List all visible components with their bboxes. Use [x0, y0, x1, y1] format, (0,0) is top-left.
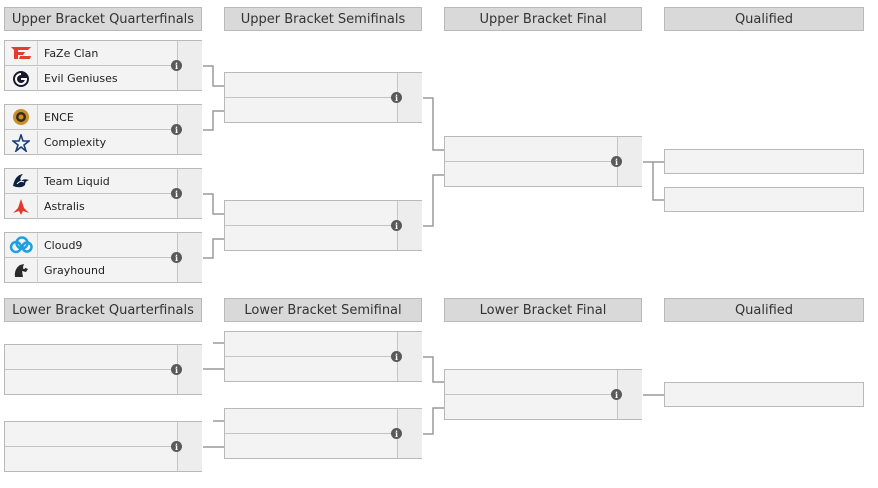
team-name: FaZe Clan: [44, 46, 99, 60]
team-name: Grayhound: [44, 264, 105, 277]
ence-logo-icon: [5, 105, 38, 129]
team-slot[interactable]: ENCE: [5, 105, 177, 130]
match-info-icon[interactable]: i: [391, 351, 402, 362]
team-slot[interactable]: [5, 422, 177, 447]
match-info-icon[interactable]: i: [171, 252, 182, 263]
team-name: Evil Geniuses: [44, 72, 118, 85]
team-name: Astralis: [44, 200, 85, 213]
header-lower-final: Lower Bracket Final: [444, 298, 642, 322]
upper-sf-match-2[interactable]: [224, 200, 422, 251]
team-slot[interactable]: [225, 357, 397, 382]
team-slot[interactable]: [225, 434, 397, 459]
grayhound-logo-icon: [5, 258, 38, 283]
team-name: Cloud9: [44, 238, 83, 252]
team-liquid-logo-icon: [5, 169, 38, 193]
match-info-icon[interactable]: i: [171, 364, 182, 375]
team-slot[interactable]: [225, 332, 397, 357]
team-slot[interactable]: [225, 201, 397, 226]
lower-final-match[interactable]: [444, 369, 642, 420]
match-info-icon[interactable]: i: [391, 92, 402, 103]
team-slot[interactable]: [445, 395, 617, 420]
team-slot[interactable]: [225, 98, 397, 123]
qualified-slot-upper-2[interactable]: [664, 187, 864, 212]
astralis-logo-icon: [5, 194, 38, 219]
complexity-logo-icon: [5, 130, 38, 155]
upper-qf-match-1[interactable]: FaZe Clan Evil Geniuses: [4, 40, 202, 91]
match-info-icon[interactable]: i: [611, 156, 622, 167]
match-info-icon[interactable]: i: [391, 220, 402, 231]
cloud9-logo-icon: [5, 233, 38, 257]
team-slot[interactable]: Cloud9: [5, 233, 177, 258]
match-info-icon[interactable]: i: [171, 188, 182, 199]
team-slot[interactable]: FaZe Clan: [5, 41, 177, 66]
lower-qf-match-2[interactable]: [4, 421, 202, 472]
team-slot[interactable]: Grayhound: [5, 258, 177, 283]
qualified-slot-lower-1[interactable]: [664, 382, 864, 407]
team-name: Complexity: [44, 136, 107, 149]
team-slot[interactable]: [5, 345, 177, 370]
team-slot[interactable]: Team Liquid: [5, 169, 177, 194]
match-info-icon[interactable]: i: [171, 124, 182, 135]
team-slot[interactable]: [5, 370, 177, 395]
lower-sf-match-2[interactable]: [224, 408, 422, 459]
team-slot[interactable]: [225, 226, 397, 251]
header-lower-semifinal: Lower Bracket Semifinal: [224, 298, 422, 322]
qualified-slot-upper-1[interactable]: [664, 149, 864, 174]
faze-logo-icon: [5, 41, 38, 65]
team-slot[interactable]: [445, 137, 617, 162]
team-slot[interactable]: Evil Geniuses: [5, 66, 177, 91]
lower-sf-match-1[interactable]: [224, 331, 422, 382]
match-info-icon[interactable]: i: [171, 60, 182, 71]
header-upper-semifinals: Upper Bracket Semifinals: [224, 7, 422, 31]
team-slot[interactable]: [5, 447, 177, 472]
header-upper-final: Upper Bracket Final: [444, 7, 642, 31]
header-lower-qualified: Qualified: [664, 298, 864, 322]
team-slot[interactable]: [225, 73, 397, 98]
team-name: Team Liquid: [44, 174, 110, 188]
upper-sf-match-1[interactable]: [224, 72, 422, 123]
team-slot[interactable]: [445, 162, 617, 187]
team-slot[interactable]: [445, 370, 617, 395]
upper-final-match[interactable]: [444, 136, 642, 187]
team-slot[interactable]: [225, 409, 397, 434]
evil-geniuses-logo-icon: [5, 66, 38, 91]
team-slot[interactable]: Astralis: [5, 194, 177, 219]
header-upper-qualified: Qualified: [664, 7, 864, 31]
match-info-icon[interactable]: i: [391, 428, 402, 439]
team-slot[interactable]: Complexity: [5, 130, 177, 155]
team-name: ENCE: [44, 110, 74, 124]
header-upper-quarterfinals: Upper Bracket Quarterfinals: [4, 7, 202, 31]
match-info-icon[interactable]: i: [611, 389, 622, 400]
header-lower-quarterfinals: Lower Bracket Quarterfinals: [4, 298, 202, 322]
match-info-icon[interactable]: i: [171, 441, 182, 452]
upper-qf-match-3[interactable]: Team Liquid Astralis: [4, 168, 202, 219]
lower-qf-match-1[interactable]: [4, 344, 202, 395]
